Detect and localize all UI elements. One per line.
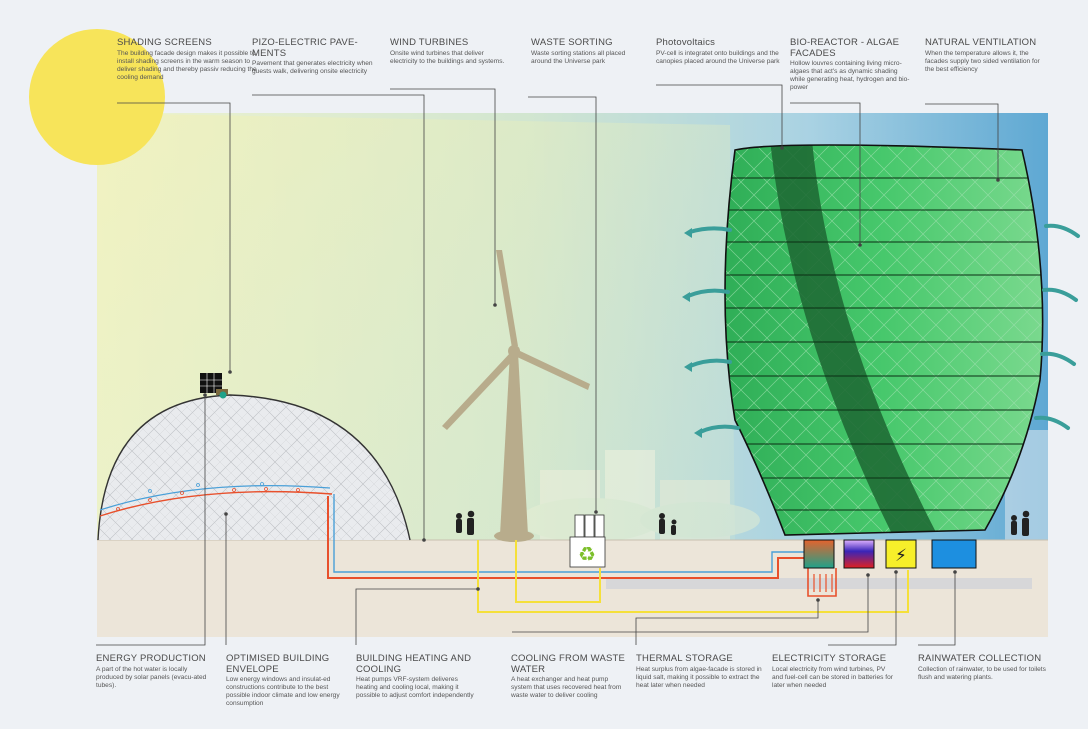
label-desc: Heat surplus from algae-facade is stored…: [636, 665, 762, 689]
thermal-storage-box: [803, 539, 835, 569]
rainwater-tank: [931, 539, 977, 569]
label-title: ENERGY PRODUCTION: [96, 653, 206, 664]
label-title: WASTE SORTING: [531, 37, 613, 48]
background-city: [520, 430, 1048, 542]
label-title: BUILDING HEATING AND COOLING: [356, 653, 472, 675]
label-bio-reactor: BIO-REACTOR - ALGAE FACADES Hollow louvr…: [790, 37, 910, 92]
dome-building: [97, 394, 411, 541]
label-desc: Onsite wind turbines that deliver electr…: [390, 49, 505, 65]
label-desc: A heat exchanger and heat pump system th…: [511, 676, 622, 699]
label-desc: Pavement that generates electricity when…: [252, 60, 373, 75]
label-rainwater-collection: RAINWATER COLLECTION Collection of rainw…: [918, 653, 1058, 682]
label-title: NATURAL VENTILATION: [925, 37, 1037, 48]
label-desc: Local electricity from wind turbines, PV…: [772, 665, 893, 689]
label-desc: A part of the hot water is locally produ…: [96, 665, 207, 689]
label-cooling-waste-water: COOLING FROM WASTE WATER A heat exchange…: [511, 653, 629, 700]
label-heating-cooling: BUILDING HEATING AND COOLING Heat pumps …: [356, 653, 480, 700]
label-title: ELECTRICITY STORAGE: [772, 653, 887, 664]
leader-lines: [96, 84, 999, 646]
lightning-icon: ⚡: [895, 546, 907, 566]
label-piezo-pavements: PIZO-ELECTRIC PAVE-MENTS Pavement that g…: [252, 37, 382, 76]
label-waste-sorting: WASTE SORTING Waste sorting stations all…: [531, 37, 641, 66]
recycle-icon: ♻: [578, 542, 596, 566]
label-natural-ventilation: NATURAL VENTILATION When the temperature…: [925, 37, 1050, 74]
label-title: PIZO-ELECTRIC PAVE-MENTS: [252, 37, 358, 59]
label-desc: PV-cell is integratet onto buildings and…: [656, 49, 780, 65]
label-title: OPTIMISED BUILDING ENVELOPE: [226, 653, 330, 675]
label-desc: Waste sorting stations all placed around…: [531, 49, 626, 65]
label-desc: Collection of rainwater, to be used for …: [918, 665, 1046, 681]
label-photovoltaics: Photovoltaics PV-cell is integratet onto…: [656, 37, 782, 66]
label-desc: Hollow louvres containing living micro-a…: [790, 60, 910, 91]
label-thermal-storage: THERMAL STORAGE Heat surplus from algae-…: [636, 653, 762, 690]
waste-sorting-station: [569, 514, 606, 568]
label-wind-turbines: WIND TURBINES Onsite wind turbines that …: [390, 37, 508, 66]
electricity-storage-box: [843, 539, 917, 569]
label-desc: Low energy windows and insulat-ed constr…: [226, 676, 340, 707]
algae-tower: [724, 144, 1044, 536]
label-title: BIO-REACTOR - ALGAE FACADES: [790, 37, 900, 59]
label-title: THERMAL STORAGE: [636, 653, 733, 664]
label-building-envelope: OPTIMISED BUILDING ENVELOPE Low energy w…: [226, 653, 350, 708]
label-desc: Heat pumps VRF-system deliveres heating …: [356, 676, 474, 699]
label-title: SHADING SCREENS: [117, 37, 212, 48]
label-electricity-storage: ELECTRICITY STORAGE Local electricity fr…: [772, 653, 896, 690]
label-title: WIND TURBINES: [390, 37, 469, 48]
label-desc: When the temperature allows it, the faca…: [925, 49, 1040, 73]
label-energy-production: ENERGY PRODUCTION A part of the hot wate…: [96, 653, 214, 690]
label-title: COOLING FROM WASTE WATER: [511, 653, 626, 675]
label-title: Photovoltaics: [656, 37, 716, 48]
pipe-network: [327, 494, 909, 613]
people-silhouettes: [456, 510, 1030, 536]
ventilation-arrows: [686, 223, 1080, 434]
label-desc: The building facade design makes it poss…: [117, 49, 257, 81]
wind-turbine: [442, 250, 590, 542]
label-title: RAINWATER COLLECTION: [918, 653, 1042, 664]
label-shading-screens: SHADING SCREENS The building facade desi…: [117, 37, 257, 82]
solar-panel-icon: [200, 373, 228, 399]
